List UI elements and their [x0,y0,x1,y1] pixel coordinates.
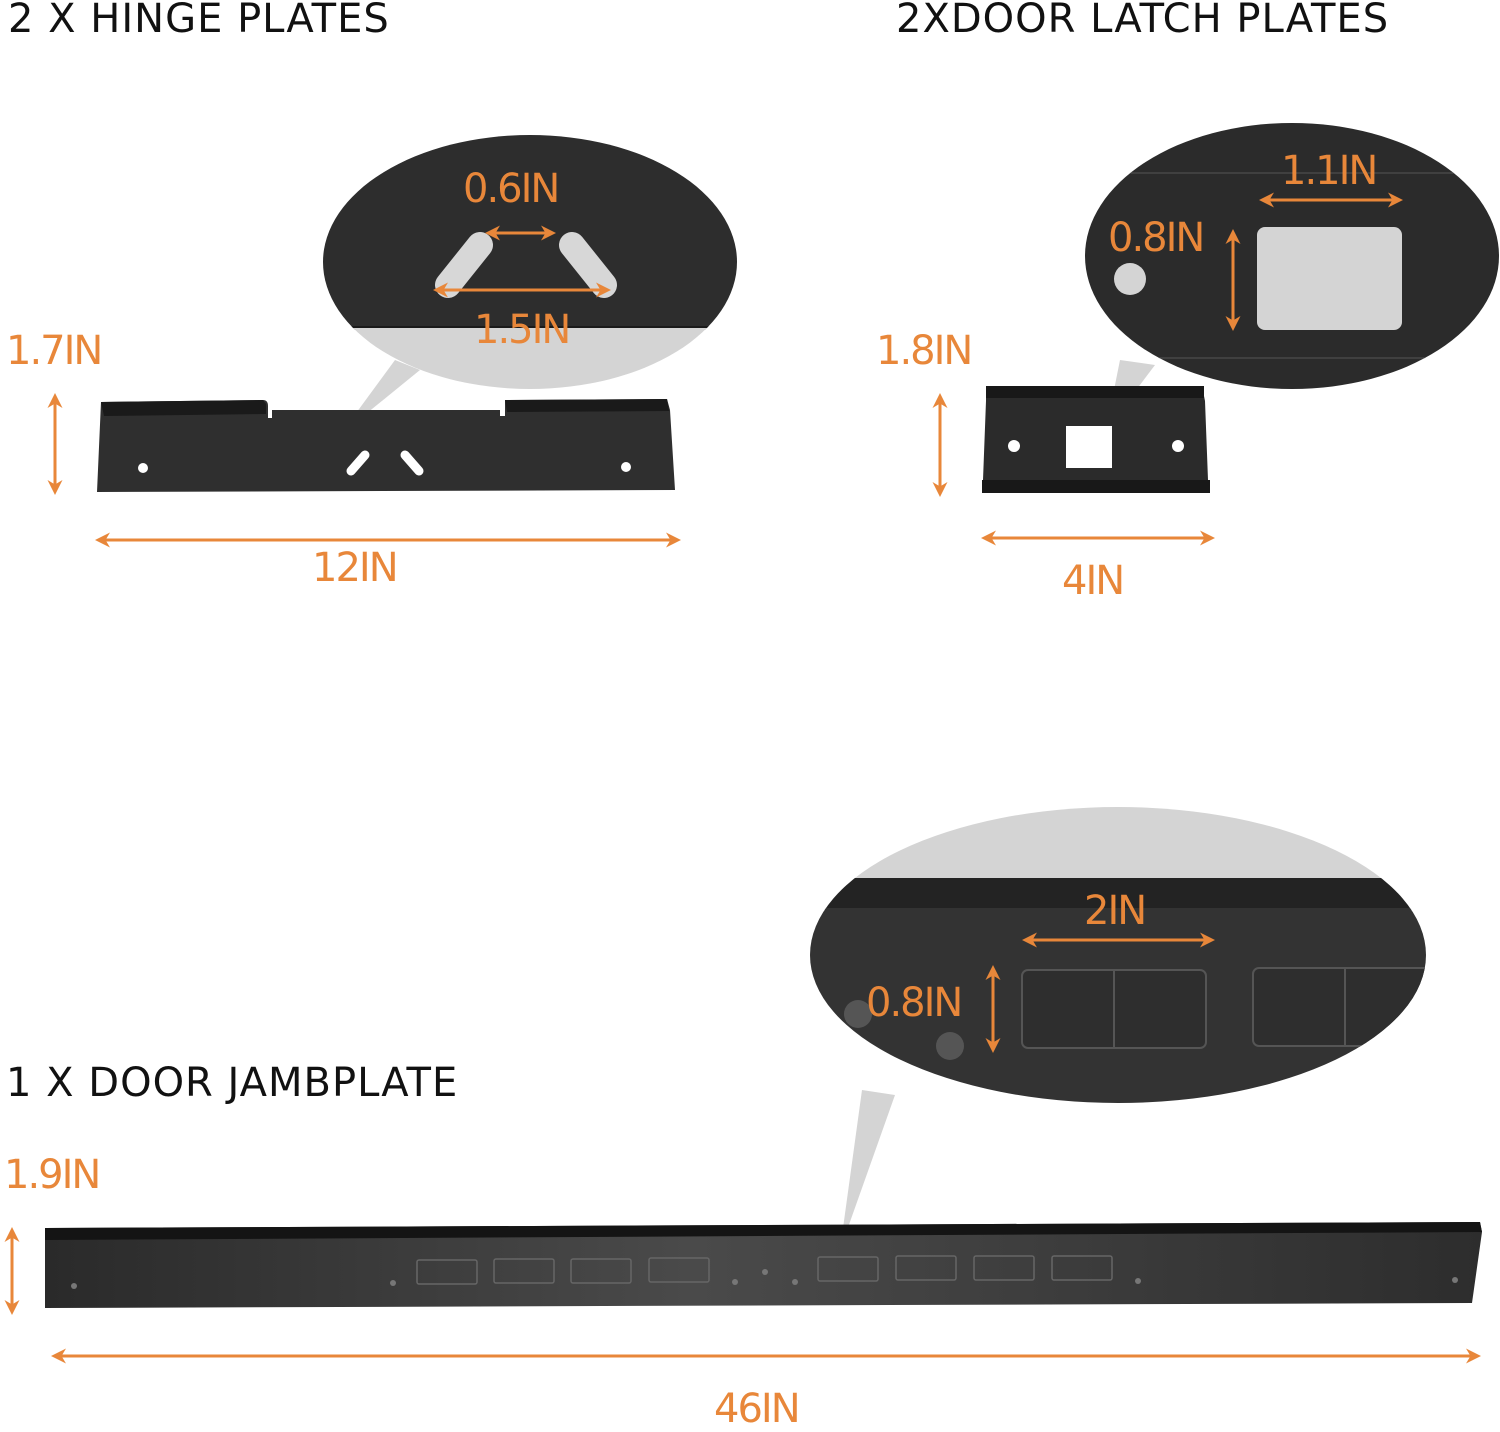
jamb-plate [45,1222,1482,1308]
jamb-width-label: 46IN [714,1386,801,1432]
jamb-slot-width-label: 2IN [1084,888,1147,934]
hinge-slot-gap-label: 0.6IN [463,166,560,212]
hinge-plate [97,399,675,492]
latch-hole-width-label: 1.1IN [1281,148,1378,194]
latch-plates-title: 2XDOOR LATCH PLATES [896,0,1390,42]
latch-callout [1085,123,1499,430]
hinge-height-label: 1.7IN [6,328,103,374]
hinge-plates-title: 2 X HINGE PLATES [8,0,390,42]
jamb-slot-height-label: 0.8IN [866,980,963,1026]
jamb-plate-title: 1 X DOOR JAMBPLATE [6,1060,459,1106]
hinge-width-label: 12IN [312,545,399,591]
latch-hole-height-label: 0.8IN [1108,215,1205,261]
hinge-slot-span-label: 1.5IN [474,307,571,353]
latch-plate [982,386,1210,493]
latch-height-label: 1.8IN [876,328,973,374]
latch-width-label: 4IN [1062,558,1125,604]
jamb-height-label: 1.9IN [4,1152,101,1198]
